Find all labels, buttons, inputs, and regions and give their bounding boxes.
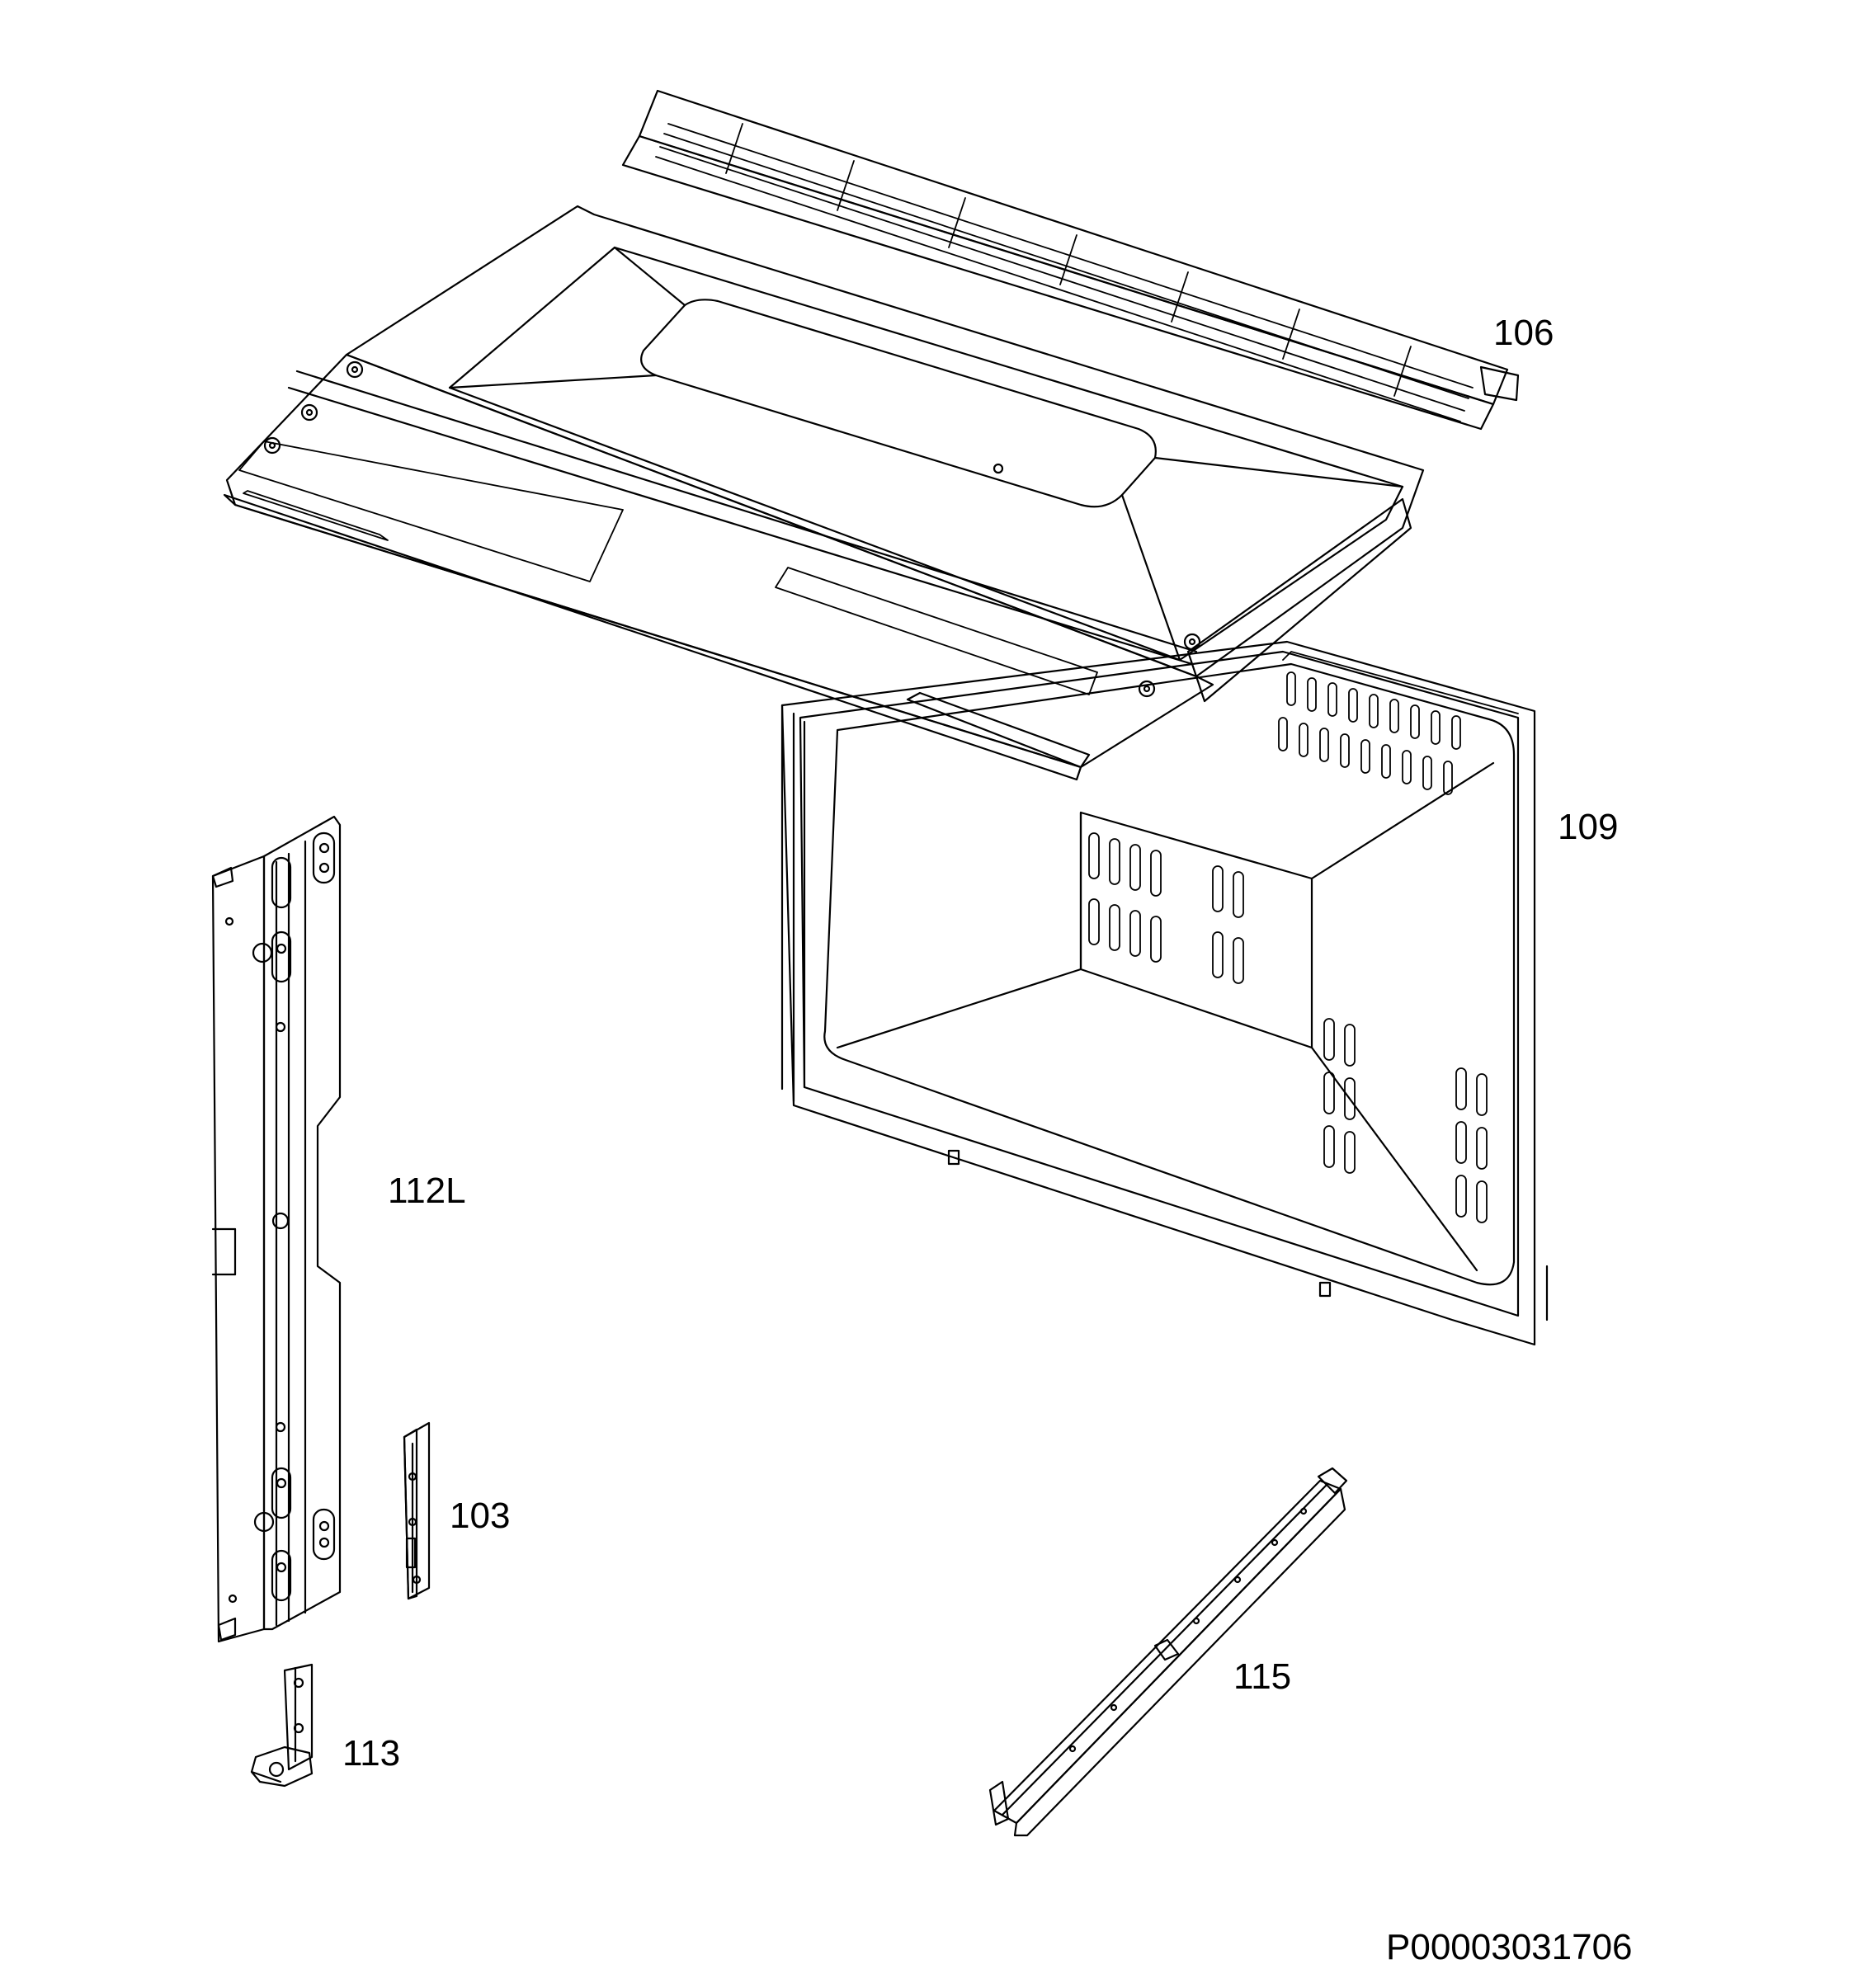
part-115-shelf-runner [988,1467,1348,1837]
part-106-top-panel [223,89,1520,781]
part-109-side-slots [1088,832,1488,1223]
part-113-hinge-clip [250,1663,314,1788]
label-115: 115 [1233,1656,1291,1697]
part-109-oven-cavity [780,640,1549,1346]
label-112L: 112L [388,1171,466,1211]
part-109-top-vents [1278,651,1519,795]
drawing-number: P00003031706 [1386,1927,1633,1967]
part-103-bracket [403,1421,431,1600]
label-109: 109 [1558,807,1618,847]
label-106: 106 [1493,313,1554,353]
part-labels: 106 109 112L 103 113 115 P00003031706 [342,313,1633,1967]
label-113: 113 [342,1733,400,1774]
label-103: 103 [450,1496,510,1536]
part-112L-side-rail [211,815,342,1643]
part-106-vent-slots [655,123,1474,422]
